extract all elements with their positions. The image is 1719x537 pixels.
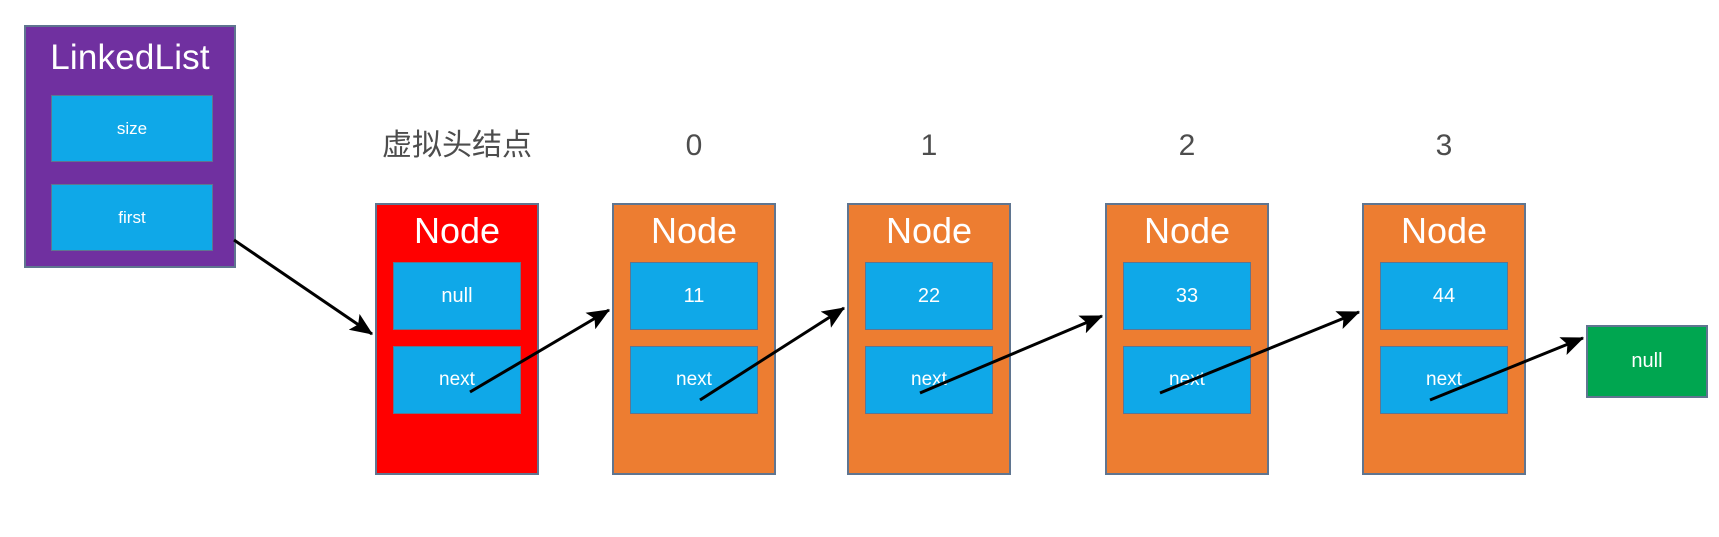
node-value-cell: 44 [1380, 262, 1508, 330]
node-title: Node [1400, 210, 1488, 251]
linkedlist-title: LinkedList [50, 38, 210, 77]
terminator-null-box: null [1586, 325, 1708, 398]
node-label-0: 0 [685, 129, 703, 162]
linkedlist-field-size: size [51, 95, 213, 162]
node-1: Node 22 next [847, 203, 1011, 475]
node-dummy-head: Node null next [375, 203, 539, 475]
node-next-cell: next [1123, 346, 1251, 414]
node-next-cell: next [393, 346, 521, 414]
node-label-1: 1 [920, 129, 938, 162]
node-title: Node [650, 210, 738, 251]
node-title: Node [885, 210, 973, 251]
node-next-cell: next [630, 346, 758, 414]
linkedlist-field-first: first [51, 184, 213, 251]
node-next-cell: next [865, 346, 993, 414]
node-label-2: 2 [1178, 129, 1196, 162]
node-value-cell: 33 [1123, 262, 1251, 330]
node-title: Node [1143, 210, 1231, 251]
linkedlist-box: LinkedList size first [24, 25, 236, 268]
node-label-dummy: 虚拟头结点 [382, 129, 532, 162]
node-title: Node [413, 210, 501, 251]
node-0: Node 11 next [612, 203, 776, 475]
node-2: Node 33 next [1105, 203, 1269, 475]
node-3: Node 44 next [1362, 203, 1526, 475]
node-value-cell: null [393, 262, 521, 330]
node-value-cell: 11 [630, 262, 758, 330]
node-next-cell: next [1380, 346, 1508, 414]
node-label-3: 3 [1435, 129, 1453, 162]
node-value-cell: 22 [865, 262, 993, 330]
first-to-dummy-arrow [233, 238, 373, 336]
